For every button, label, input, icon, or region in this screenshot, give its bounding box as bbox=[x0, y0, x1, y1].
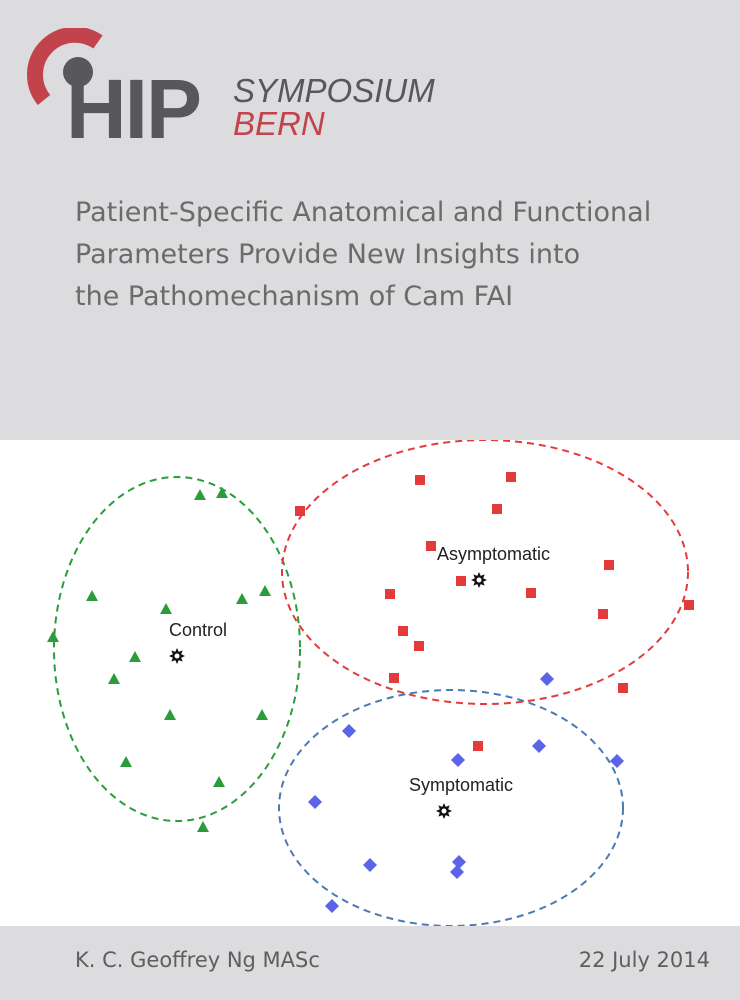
logo-head-icon bbox=[63, 57, 93, 87]
logo-symposium: SYMPOSIUM bbox=[233, 72, 435, 109]
asymptomatic-point-8 bbox=[526, 588, 536, 598]
title-line-1: Patient-Specific Anatomical and Function… bbox=[75, 197, 652, 228]
asymptomatic-point-2 bbox=[295, 506, 305, 516]
asymptomatic-point-3 bbox=[492, 504, 502, 514]
control-point-13 bbox=[197, 821, 209, 832]
control-point-12 bbox=[213, 776, 225, 787]
footer: K. C. Geoffrey Ng MASc 22 July 2014 bbox=[0, 926, 740, 1000]
symptomatic-point-3 bbox=[451, 753, 465, 767]
symptomatic-point-0 bbox=[540, 672, 554, 686]
control-point-11 bbox=[120, 756, 132, 767]
asymptomatic-cluster-ellipse bbox=[281, 440, 689, 705]
symptomatic-point-1 bbox=[342, 724, 356, 738]
control-point-6 bbox=[47, 631, 59, 642]
asymptomatic-point-11 bbox=[398, 626, 408, 636]
control-point-5 bbox=[259, 585, 271, 596]
asymptomatic-point-15 bbox=[473, 741, 483, 751]
logo-bern: BERN bbox=[233, 105, 325, 142]
asymptomatic-point-13 bbox=[389, 673, 399, 683]
hip-symposium-bern-logo: HIP SYMPOSIUM BERN bbox=[27, 28, 435, 148]
control-point-8 bbox=[108, 673, 120, 684]
asymptomatic-point-1 bbox=[506, 472, 516, 482]
control-point-3 bbox=[160, 603, 172, 614]
control-cluster-label: Control bbox=[169, 620, 227, 640]
control-point-2 bbox=[86, 590, 98, 601]
presentation-date: 22 July 2014 bbox=[578, 948, 710, 972]
symptomatic-cluster-ellipse bbox=[278, 689, 624, 926]
asymptomatic-point-6 bbox=[604, 560, 614, 570]
asymptomatic-point-7 bbox=[385, 589, 395, 599]
control-point-10 bbox=[256, 709, 268, 720]
symptomatic-cluster-label: Symptomatic bbox=[409, 775, 513, 795]
series-symptomatic: Symptomatic bbox=[278, 672, 624, 926]
control-point-4 bbox=[236, 593, 248, 604]
presentation-title: Patient-Specific Anatomical and Function… bbox=[75, 192, 695, 318]
title-line-3: the Pathomechanism of Cam FAI bbox=[75, 281, 514, 312]
author-name: K. C. Geoffrey Ng MASc bbox=[75, 948, 320, 972]
control-point-9 bbox=[164, 709, 176, 720]
symptomatic-point-5 bbox=[308, 795, 322, 809]
control-point-1 bbox=[216, 487, 228, 498]
control-point-7 bbox=[129, 651, 141, 662]
symptomatic-point-2 bbox=[532, 739, 546, 753]
asymptomatic-point-0 bbox=[415, 475, 425, 485]
logo-hip: HIP bbox=[66, 62, 200, 148]
symptomatic-point-8 bbox=[450, 865, 464, 879]
logo-arc-icon bbox=[27, 28, 103, 106]
symptomatic-point-6 bbox=[363, 858, 377, 872]
asymptomatic-point-5 bbox=[456, 576, 466, 586]
symptomatic-point-7 bbox=[452, 855, 466, 869]
asymptomatic-point-12 bbox=[414, 641, 424, 651]
control-centroid-icon bbox=[169, 648, 185, 664]
asymptomatic-centroid-icon bbox=[471, 572, 487, 588]
asymptomatic-cluster-label: Asymptomatic bbox=[437, 544, 550, 564]
series-control: Control bbox=[47, 476, 301, 832]
symptomatic-point-9 bbox=[325, 899, 339, 913]
symptomatic-centroid-icon bbox=[436, 803, 452, 819]
asymptomatic-point-4 bbox=[426, 541, 436, 551]
title-line-2: Parameters Provide New Insights into bbox=[75, 239, 581, 270]
series-asymptomatic: Asymptomatic bbox=[281, 440, 694, 751]
control-point-0 bbox=[194, 489, 206, 500]
asymptomatic-point-9 bbox=[598, 609, 608, 619]
asymptomatic-point-14 bbox=[618, 683, 628, 693]
symptomatic-point-4 bbox=[610, 754, 624, 768]
asymptomatic-point-10 bbox=[684, 600, 694, 610]
control-cluster-ellipse bbox=[53, 476, 301, 822]
